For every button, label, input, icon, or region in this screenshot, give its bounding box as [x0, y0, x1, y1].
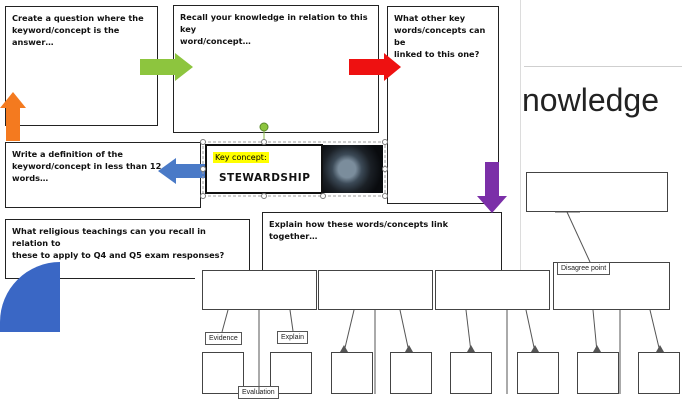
recall-box[interactable]: Recall your knowledge in relation to thi… — [173, 5, 379, 133]
diagram-arrowheads — [340, 345, 664, 352]
green-arrow — [140, 53, 193, 81]
sub-box-6 — [517, 352, 559, 394]
sub-box-7 — [577, 352, 619, 394]
evidence-label: Evidence — [205, 332, 242, 345]
blue-arrow — [158, 158, 205, 184]
rotate-handle — [259, 122, 269, 132]
top-right-box — [526, 172, 668, 212]
disagree-point-label: Disagree point — [557, 262, 611, 275]
point-box-2 — [318, 270, 433, 310]
diagram-connectors — [221, 211, 661, 394]
sub-box-3 — [331, 352, 373, 394]
sub-box-1 — [202, 352, 244, 394]
key-concept-label: Key concept: — [213, 152, 269, 163]
point-box-1 — [202, 270, 317, 310]
selection-frame — [202, 141, 386, 197]
slide-title-fragment: nowledge — [522, 82, 659, 118]
question-box[interactable]: Create a question where the keyword/conc… — [5, 6, 158, 126]
red-arrow — [349, 53, 401, 81]
orange-arrow — [0, 92, 26, 141]
earth-image[interactable] — [323, 145, 383, 193]
explain-links-box[interactable]: Explain how these words/concepts link to… — [262, 212, 502, 280]
sub-box-4 — [390, 352, 432, 394]
slide-title-rule — [524, 66, 682, 67]
resize-handles — [200, 139, 388, 199]
explain-label: Explain — [277, 331, 308, 344]
purple-arrow — [477, 162, 507, 213]
linked-concepts-box[interactable]: What other key words/concepts can be lin… — [387, 6, 499, 204]
slide-divider — [520, 0, 521, 394]
key-concept-value: STEWARDSHIP — [219, 172, 311, 184]
point-box-3 — [435, 270, 550, 310]
